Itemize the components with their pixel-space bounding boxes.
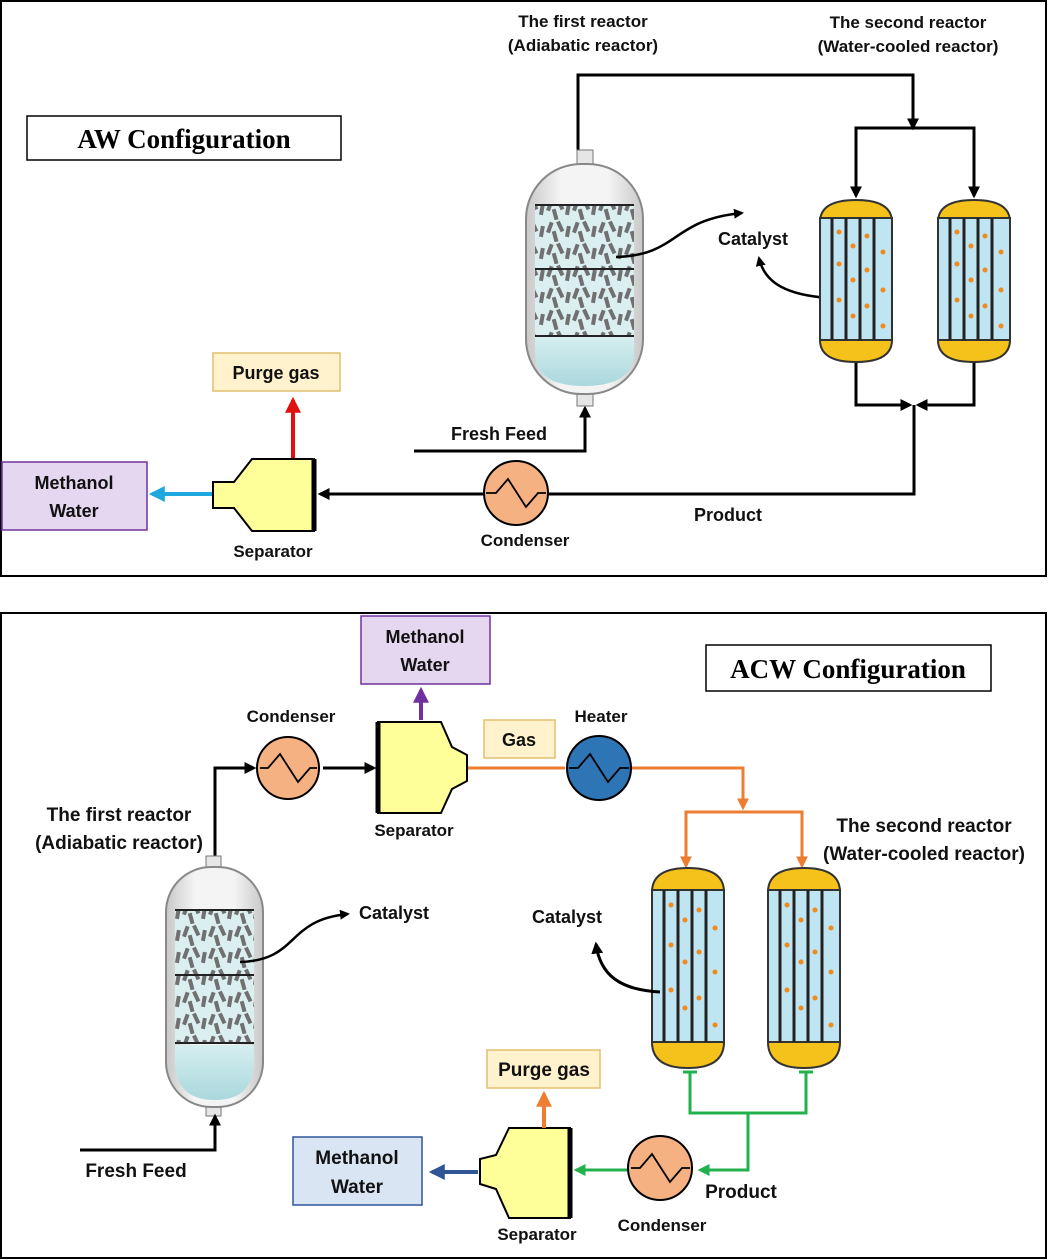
aw-second-reactor-right <box>936 198 1012 364</box>
acw-water-bottom-label: Water <box>331 1177 384 1198</box>
acw-condenser-top-label: Condenser <box>247 707 336 726</box>
acw-first-reactor <box>165 855 264 1117</box>
aw-condenser-label: Condenser <box>481 531 570 550</box>
acw-second-reactor-title-1: The second reactor <box>836 816 1012 837</box>
aw-line-right-out <box>915 362 976 411</box>
acw-methanol-water-top-box <box>360 615 491 685</box>
acw-panel-border <box>0 612 1047 1259</box>
aw-catalyst-arrow-right <box>615 208 744 259</box>
acw-catalyst-arrow-left-reactor <box>239 909 350 964</box>
acw-panel: ACW Configuration Methanol Water Condens… <box>0 612 1047 1259</box>
acw-second-reactor-left <box>650 866 726 1070</box>
aw-panel: AW Configuration The first reactor (Adia… <box>0 0 1047 577</box>
aw-line-left-out <box>854 362 913 411</box>
aw-panel-border <box>0 0 1047 577</box>
aw-condenser <box>483 460 549 526</box>
aw-config-title-box <box>26 115 342 161</box>
acw-condenser-bottom-label: Condenser <box>618 1216 707 1235</box>
aw-catalyst-arrow-left <box>755 256 829 300</box>
acw-second-reactor-right <box>766 866 842 1070</box>
aw-line-first-to-second <box>576 73 919 150</box>
acw-gas-box <box>483 719 556 759</box>
acw-config-title-box <box>705 644 992 692</box>
aw-purge-gas-label: Purge gas <box>232 363 319 383</box>
aw-purge-gas-box <box>212 352 341 392</box>
acw-catalyst-arrow-right-reactor <box>591 941 661 994</box>
aw-second-reactor-left <box>818 198 894 364</box>
acw-purge-gas-box <box>486 1049 601 1089</box>
acw-line-fresh-feed <box>80 1113 221 1152</box>
aw-config-title: AW Configuration <box>77 124 290 154</box>
acw-condenser-bottom <box>627 1135 693 1201</box>
aw-second-reactor-title-2: (Water-cooled reactor) <box>818 37 999 56</box>
acw-condenser-top <box>256 736 320 800</box>
acw-line-first-reactor-up <box>213 762 257 858</box>
acw-methanol-water-bottom-box <box>292 1136 423 1206</box>
acw-heater-label: Heater <box>575 707 628 726</box>
acw-line-heater-out <box>631 766 749 811</box>
acw-catalyst-left-label: Catalyst <box>359 903 429 923</box>
acw-line-product-green <box>688 1072 808 1115</box>
aw-methanol-label: Methanol <box>35 473 114 493</box>
acw-methanol-bottom-label: Methanol <box>315 1148 398 1169</box>
aw-separator-label: Separator <box>233 542 313 561</box>
aw-methanol-water-box <box>1 461 148 531</box>
aw-line-fresh-feed <box>414 405 591 453</box>
acw-product-label: Product <box>705 1182 777 1203</box>
aw-line-split-right <box>913 126 980 199</box>
acw-separator-top <box>377 721 468 814</box>
aw-first-reactor-title-2: (Adiabatic reactor) <box>508 36 658 55</box>
acw-first-reactor-title-1: The first reactor <box>47 805 192 826</box>
acw-separator-top-label: Separator <box>374 821 454 840</box>
acw-fresh-feed-label: Fresh Feed <box>85 1161 186 1182</box>
acw-purge-gas-label: Purge gas <box>498 1060 590 1081</box>
aw-product-label: Product <box>694 505 762 525</box>
acw-config-title: ACW Configuration <box>730 654 966 684</box>
acw-second-reactor-title-2: (Water-cooled reactor) <box>823 844 1025 865</box>
acw-separator-bottom <box>479 1127 571 1219</box>
aw-first-reactor <box>525 149 644 407</box>
aw-water-label: Water <box>49 501 98 521</box>
acw-methanol-top-label: Methanol <box>386 627 465 647</box>
aw-fresh-feed-label: Fresh Feed <box>451 424 547 444</box>
acw-line-product-down <box>697 1113 750 1176</box>
aw-second-reactor-title-1: The second reactor <box>830 13 987 32</box>
acw-line-split-left <box>684 810 804 865</box>
aw-first-reactor-title-1: The first reactor <box>518 12 648 31</box>
aw-line-split-left <box>850 126 913 199</box>
acw-gas-label: Gas <box>502 730 536 750</box>
aw-separator <box>212 458 315 532</box>
acw-separator-bottom-label: Separator <box>497 1225 577 1244</box>
acw-first-reactor-title-2: (Adiabatic reactor) <box>35 833 203 854</box>
aw-catalyst-label: Catalyst <box>718 229 788 249</box>
acw-catalyst-right-label: Catalyst <box>532 907 602 927</box>
aw-line-product <box>548 405 916 496</box>
acw-water-top-label: Water <box>400 655 449 675</box>
acw-heater <box>566 735 632 801</box>
